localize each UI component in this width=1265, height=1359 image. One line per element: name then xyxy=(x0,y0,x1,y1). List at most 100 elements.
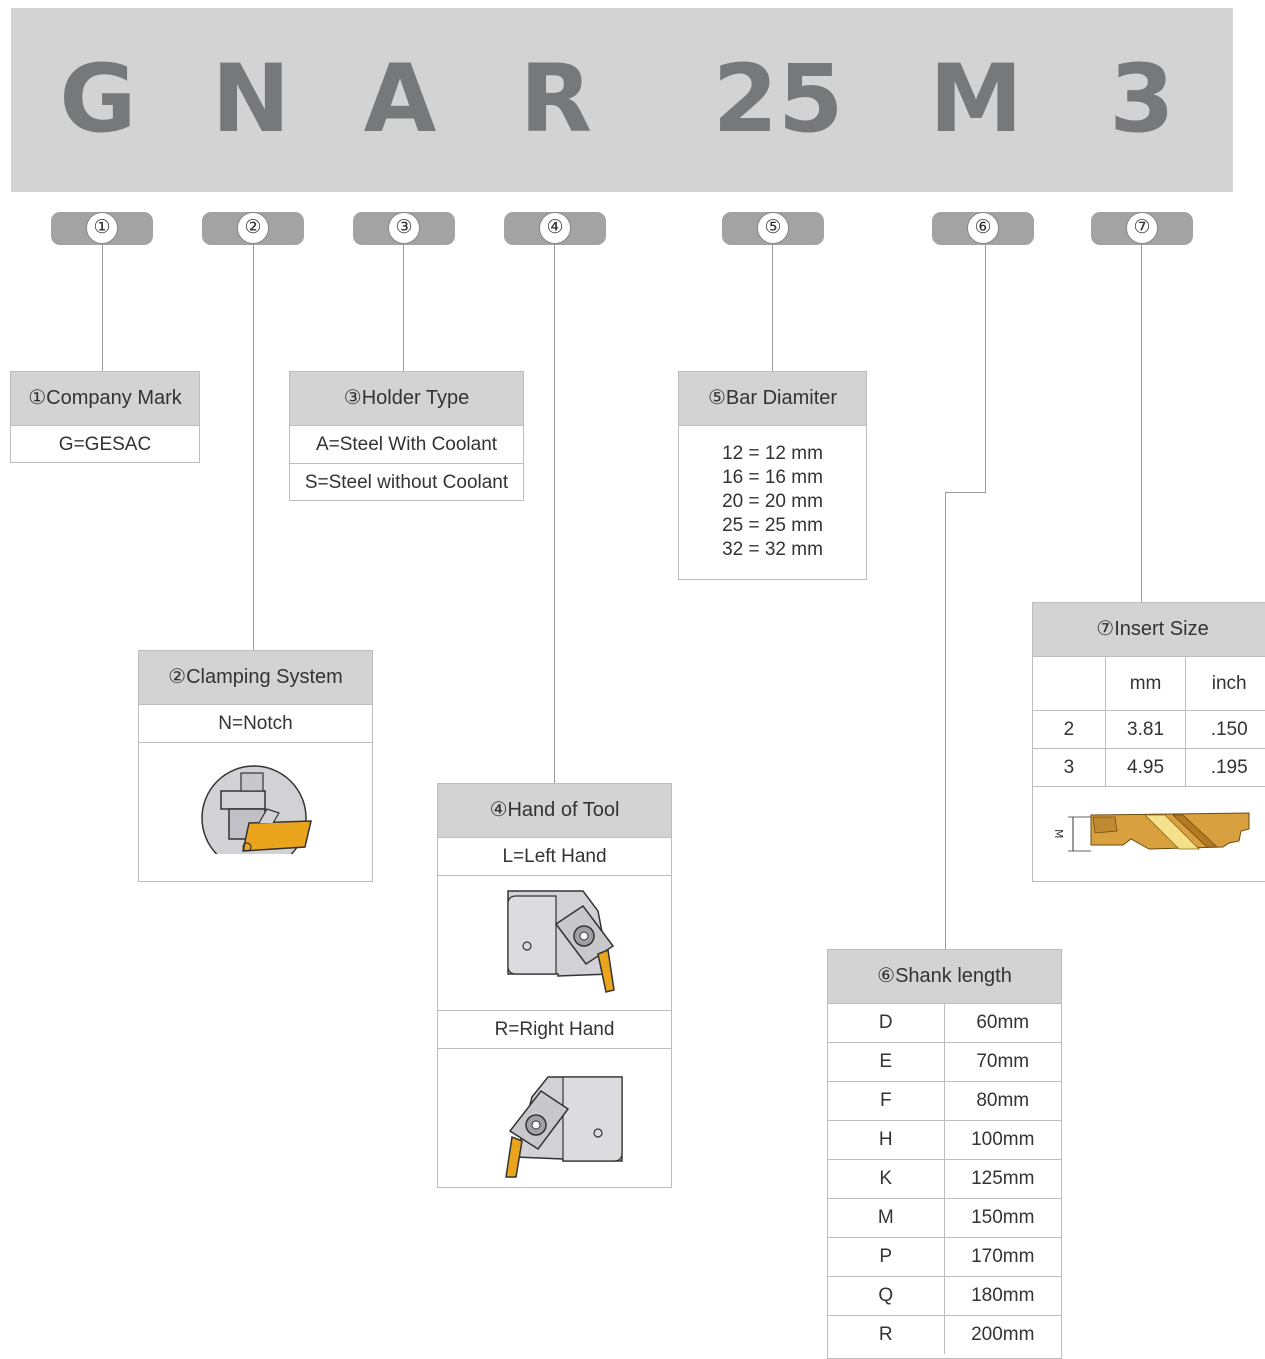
insert-size-row: 2 3.81 .150 xyxy=(1033,711,1265,749)
code-letter-1: G xyxy=(59,45,137,154)
insert-dim-label: M xyxy=(1052,829,1065,839)
shank-length-box: ⑥Shank length D 60mm E 70mm F 80mm H 100mm K… xyxy=(827,949,1062,1359)
bar-diameter-box: ⑤Bar Diamiter 12 = 12 mm 16 = 16 mm 20 =… xyxy=(678,371,867,580)
shank-code: K xyxy=(828,1160,945,1198)
insert-size-code: 3 xyxy=(1033,749,1106,786)
connector-line-4 xyxy=(554,245,555,784)
shank-code: Q xyxy=(828,1277,945,1315)
shank-code: R xyxy=(828,1316,945,1354)
notch-clamp-illustration xyxy=(139,743,372,881)
shank-length-title: ⑥Shank length xyxy=(828,950,1061,1004)
badge-number-1: ① xyxy=(86,212,118,244)
insert-size-title: ⑦Insert Size xyxy=(1033,603,1265,657)
hand-of-tool-title: ④Hand of Tool xyxy=(438,784,671,838)
badge-pill-6: ⑥ xyxy=(932,212,1034,245)
bar-diameter-item: 32 = 32 mm xyxy=(722,539,823,560)
shank-length: 150mm xyxy=(971,1207,1035,1228)
shank-length-row: H 100mm xyxy=(828,1121,1061,1160)
holder-type-box: ③Holder Type A=Steel With Coolant S=Stee… xyxy=(289,371,524,501)
badge-number-5: ⑤ xyxy=(757,212,789,244)
shank-length: 70mm xyxy=(976,1051,1030,1072)
shank-length-row: R 200mm xyxy=(828,1316,1061,1354)
code-letter-4: R xyxy=(519,45,593,154)
right-hand-label: R=Right Hand xyxy=(438,1011,671,1049)
code-letter-5: 25 xyxy=(712,45,844,154)
bar-diameter-item: 12 = 12 mm xyxy=(722,443,823,464)
company-mark-row: G=GESAC xyxy=(58,434,152,455)
bar-diameter-title: ⑤Bar Diamiter xyxy=(679,372,866,426)
shank-code: F xyxy=(828,1082,945,1120)
code-letter-3: A xyxy=(363,45,437,154)
connector-line-1 xyxy=(102,245,103,372)
holder-type-row-a: A=Steel With Coolant xyxy=(290,426,523,464)
shank-code: M xyxy=(828,1199,945,1237)
holder-type-title: ③Holder Type xyxy=(290,372,523,426)
shank-length: 180mm xyxy=(971,1285,1035,1306)
connector-line-2 xyxy=(253,245,254,650)
connector-line-6a xyxy=(985,245,986,493)
shank-length-row: F 80mm xyxy=(828,1082,1061,1121)
insert-size-box: ⑦Insert Size mm inch 2 3.81 .150 3 4.95 … xyxy=(1032,602,1265,882)
bar-diameter-item: 25 = 25 mm xyxy=(722,515,823,536)
insert-size-inch: .195 xyxy=(1210,757,1248,778)
clamping-system-title: ②Clamping System xyxy=(139,651,372,705)
code-letter-6: M xyxy=(929,45,1023,154)
insert-size-mm: 3.81 xyxy=(1106,711,1187,748)
clamping-system-box: ②Clamping System N=Notch xyxy=(138,650,373,882)
shank-length-row: M 150mm xyxy=(828,1199,1061,1238)
badge-number-7: ⑦ xyxy=(1126,212,1158,244)
code-letter-7: 3 xyxy=(1109,45,1175,154)
connector-line-5 xyxy=(772,245,773,372)
shank-code: D xyxy=(828,1004,945,1042)
left-hand-illustration xyxy=(438,876,671,1011)
badge-pill-7: ⑦ xyxy=(1091,212,1193,245)
insert-size-inch: .150 xyxy=(1210,719,1248,740)
right-hand-illustration xyxy=(438,1049,671,1188)
insert-size-header-row: mm inch xyxy=(1033,657,1265,711)
bar-diameter-item: 20 = 20 mm xyxy=(722,491,823,512)
connector-line-6b xyxy=(945,492,986,493)
shank-length-row: E 70mm xyxy=(828,1043,1061,1082)
connector-line-7 xyxy=(1141,245,1142,603)
clamping-system-row: N=Notch xyxy=(139,705,372,743)
bar-diameter-list: 12 = 12 mm 16 = 16 mm 20 = 20 mm 25 = 25… xyxy=(679,426,866,562)
badge-pill-1: ① xyxy=(51,212,153,245)
badge-pill-5: ⑤ xyxy=(722,212,824,245)
insert-size-head-blank xyxy=(1033,657,1106,710)
shank-length-row: P 170mm xyxy=(828,1238,1061,1277)
badge-number-4: ④ xyxy=(539,212,571,244)
badge-number-6: ⑥ xyxy=(967,212,999,244)
shank-length: 80mm xyxy=(976,1090,1030,1111)
badge-number-2: ② xyxy=(237,212,269,244)
shank-code: P xyxy=(828,1238,945,1276)
insert-size-row: 3 4.95 .195 xyxy=(1033,749,1265,787)
insert-size-code: 2 xyxy=(1033,711,1106,748)
holder-type-row-s: S=Steel without Coolant xyxy=(304,472,509,493)
shank-length: 100mm xyxy=(971,1129,1035,1150)
connector-line-6c xyxy=(945,492,946,950)
shank-length-row: D 60mm xyxy=(828,1004,1061,1043)
left-hand-label: L=Left Hand xyxy=(438,838,671,876)
badge-number-3: ③ xyxy=(388,212,420,244)
company-mark-title: ①Company Mark xyxy=(11,372,199,426)
hand-of-tool-box: ④Hand of Tool L=Left Hand R=Right Hand xyxy=(437,783,672,1188)
shank-length: 200mm xyxy=(971,1324,1035,1345)
shank-length-row: Q 180mm xyxy=(828,1277,1061,1316)
code-banner xyxy=(11,8,1233,192)
insert-size-head-inch: inch xyxy=(1211,673,1247,694)
badge-pill-2: ② xyxy=(202,212,304,245)
shank-length: 60mm xyxy=(976,1012,1030,1033)
insert-size-mm: 4.95 xyxy=(1106,749,1187,786)
shank-length: 170mm xyxy=(971,1246,1035,1267)
badge-pill-4: ④ xyxy=(504,212,606,245)
shank-code: H xyxy=(828,1121,945,1159)
insert-size-head-mm: mm xyxy=(1106,657,1187,710)
insert-illustration: M xyxy=(1033,787,1265,883)
shank-code: E xyxy=(828,1043,945,1081)
badge-pill-3: ③ xyxy=(353,212,455,245)
code-letter-2: N xyxy=(211,45,291,154)
company-mark-box: ①Company Mark G=GESAC xyxy=(10,371,200,463)
bar-diameter-item: 16 = 16 mm xyxy=(722,467,823,488)
